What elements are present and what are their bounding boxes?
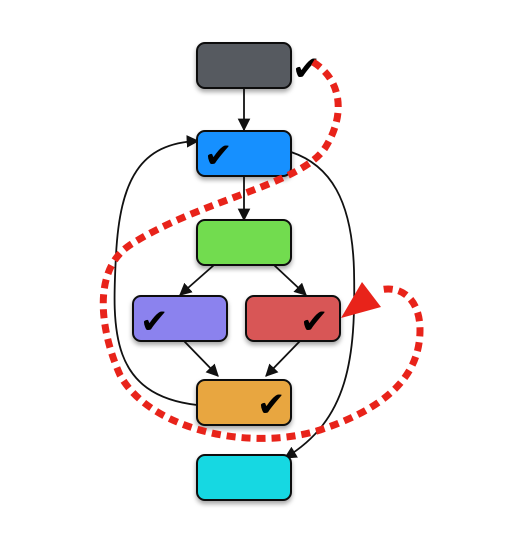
check-marks: ✔ ✔ ✔ ✔ ✔ xyxy=(140,49,329,425)
node-red xyxy=(245,295,341,342)
edge-green-to-red xyxy=(273,264,307,296)
edge-orange-loop-back-to-blue xyxy=(113,135,200,406)
nodes xyxy=(132,42,341,501)
edge-purple-to-orange xyxy=(183,340,219,377)
check-icon: ✔ xyxy=(140,302,169,342)
edge-blue-skip-to-cyan xyxy=(283,151,356,459)
edge-red-to-orange xyxy=(265,340,301,377)
node-blue xyxy=(196,130,292,177)
check-icon: ✔ xyxy=(292,49,321,89)
node-green xyxy=(196,219,292,266)
check-icon: ✔ xyxy=(300,302,329,342)
execution-path xyxy=(99,59,424,442)
execution-path-dashed-line xyxy=(99,59,424,442)
node-dark-gray xyxy=(196,42,292,89)
check-icon: ✔ xyxy=(257,385,286,425)
check-icon: ✔ xyxy=(204,136,233,176)
node-orange xyxy=(196,379,292,426)
node-cyan xyxy=(196,454,292,501)
execution-path-arrowhead-icon xyxy=(341,282,381,318)
node-purple xyxy=(132,295,228,342)
edge-green-to-purple xyxy=(179,264,215,296)
